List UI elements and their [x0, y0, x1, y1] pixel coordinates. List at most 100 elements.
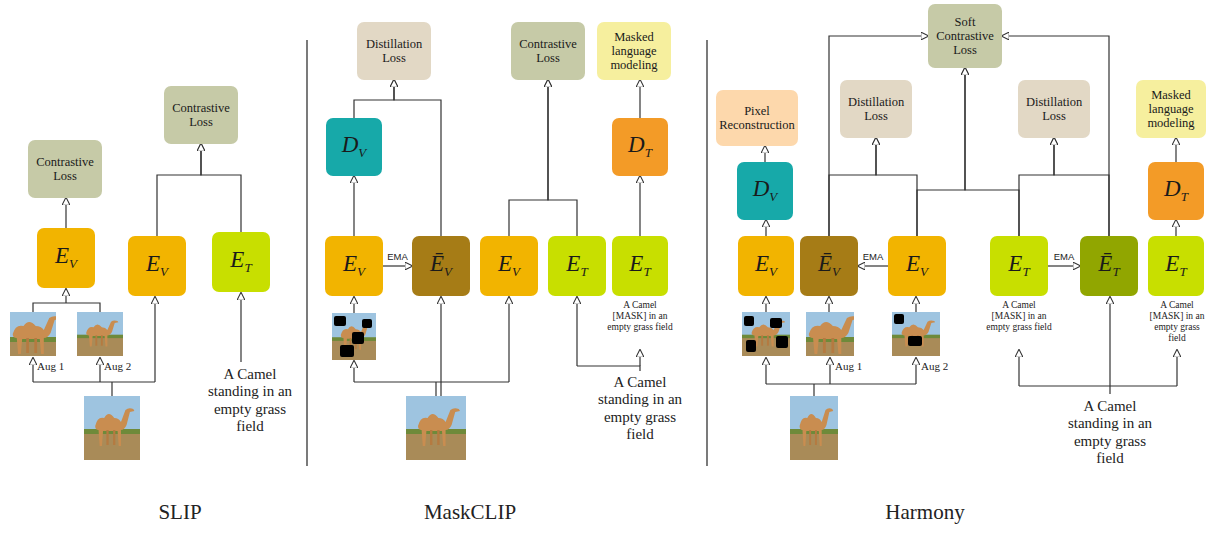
encoder-box: DT [1148, 162, 1204, 220]
caption-text: A Camel standing in an empty grass field [1068, 398, 1152, 466]
caption-text: A Camel standing in an empty grass field [208, 366, 292, 434]
connector [394, 80, 441, 236]
loss-box: Soft Contrastive Loss [928, 4, 1002, 68]
symbol-subscript: V [160, 264, 168, 279]
box-label: Distillation Loss [843, 95, 909, 123]
caption-text: A Camel [MASK] in an empty grass field [607, 300, 672, 332]
symbol-subscript: T [1181, 189, 1188, 204]
loss-box: Distillation Loss [1018, 80, 1090, 138]
symbol-subscript: T [244, 260, 251, 275]
loss-box: Distillation Loss [357, 22, 431, 80]
symbol-subscript: T [1022, 264, 1029, 279]
box-label: Contrastive Loss [167, 101, 235, 129]
symbol-label: EV [146, 252, 168, 280]
encoder-box: EV [888, 236, 946, 296]
symbol-letter: E [1165, 251, 1179, 276]
camel-images [0, 304, 940, 460]
symbol-letter: Ē [1098, 251, 1112, 276]
panel-title: MaskCLIP [424, 500, 516, 524]
encoder-box: EV [128, 236, 186, 296]
loss-box: Masked language modeling [1136, 80, 1206, 138]
symbol-label: DV [753, 177, 778, 205]
edge-label: EMA [1053, 252, 1076, 262]
augment-label: Aug 2 [921, 360, 948, 372]
encoder-box: ET [212, 232, 270, 292]
label-box: A Camel standing in an empty grass field [590, 374, 690, 443]
symbol-letter: E [755, 251, 769, 276]
symbol-letter: E [906, 251, 920, 276]
label-box: Aug 2 [104, 360, 138, 373]
label-box: A Camel [MASK] in an empty grass field [607, 300, 673, 333]
symbol-label: EV [755, 252, 777, 280]
connector [829, 36, 928, 236]
connector [829, 138, 876, 236]
symbol-subscript: V [358, 145, 366, 160]
caption-text: A Camel standing in an empty grass field [598, 374, 682, 442]
label-box: Aug 1 [835, 360, 869, 373]
box-label: Contrastive Loss [514, 37, 582, 65]
symbol-label: EV [343, 252, 365, 280]
panel-divider [307, 40, 707, 466]
caption-text: A Camel [MASK] in an empty grass field [986, 300, 1051, 332]
symbol-letter: E [498, 251, 512, 276]
label-box: Aug 1 [37, 360, 71, 373]
symbol-subscript: V [920, 264, 928, 279]
loss-box: Contrastive Loss [164, 86, 238, 144]
encoder-box: ET [990, 236, 1048, 296]
panel-title: Harmony [885, 500, 964, 524]
augment-label: Aug 1 [37, 360, 64, 372]
symbol-subscript: V [769, 189, 777, 204]
connector [157, 144, 201, 236]
symbol-label: DV [342, 133, 367, 161]
box-label: Masked language modeling [600, 30, 668, 72]
connector [65, 198, 66, 228]
connector [965, 68, 1019, 236]
connector [639, 80, 640, 118]
symbol-letter: E [629, 251, 643, 276]
label-box: A Camel [MASK] in an empty grass field [986, 300, 1052, 333]
symbol-subscript: T [1179, 264, 1186, 279]
symbol-label: ET [1165, 252, 1186, 280]
symbol-subscript: V [832, 264, 840, 279]
connector [509, 80, 548, 236]
encoder-box: ET [548, 236, 606, 296]
symbol-letter: E [566, 251, 580, 276]
encoder-box: ĒV [412, 236, 470, 296]
encoder-box: ĒV [800, 236, 858, 296]
connector [1002, 36, 1109, 236]
connector [1019, 138, 1054, 236]
symbol-label: EV [906, 252, 928, 280]
symbol-label: ĒV [430, 252, 452, 280]
encoder-box: ET [1148, 236, 1204, 296]
symbol-letter: E [230, 247, 244, 272]
loss-box: Pixel Reconstruction [716, 90, 798, 146]
connector [639, 176, 640, 236]
encoder-box: ĒT [1080, 236, 1138, 296]
encoder-box: DV [326, 118, 382, 176]
box-label: Pixel Reconstruction [719, 104, 795, 132]
label-box: A Camel [MASK] in an empty grass field [1147, 300, 1207, 344]
connector [201, 144, 241, 232]
symbol-letter: D [628, 132, 645, 157]
connector [383, 265, 412, 266]
connector [765, 220, 766, 236]
label-box: A Camel standing in an empty grass field [200, 366, 300, 435]
label-box: SLIP [120, 500, 240, 524]
connector [1175, 138, 1176, 162]
connector [1054, 138, 1109, 236]
box-label: Masked language modeling [1139, 88, 1203, 130]
symbol-letter: D [342, 132, 359, 157]
edge-label: EMA [386, 252, 409, 262]
connector [876, 138, 917, 236]
symbol-letter: Ē [818, 251, 832, 276]
symbol-letter: E [343, 251, 357, 276]
symbol-subscript: V [769, 264, 777, 279]
symbol-label: ET [566, 252, 587, 280]
caption-text: A Camel [MASK] in an empty grass field [1150, 300, 1205, 343]
symbol-subscript: T [1112, 264, 1119, 279]
symbol-label: ĒT [1098, 252, 1119, 280]
symbol-subscript: T [580, 264, 587, 279]
encoder-box: DV [737, 162, 793, 220]
label-box: Aug 2 [921, 360, 955, 373]
symbol-label: EV [55, 244, 77, 272]
